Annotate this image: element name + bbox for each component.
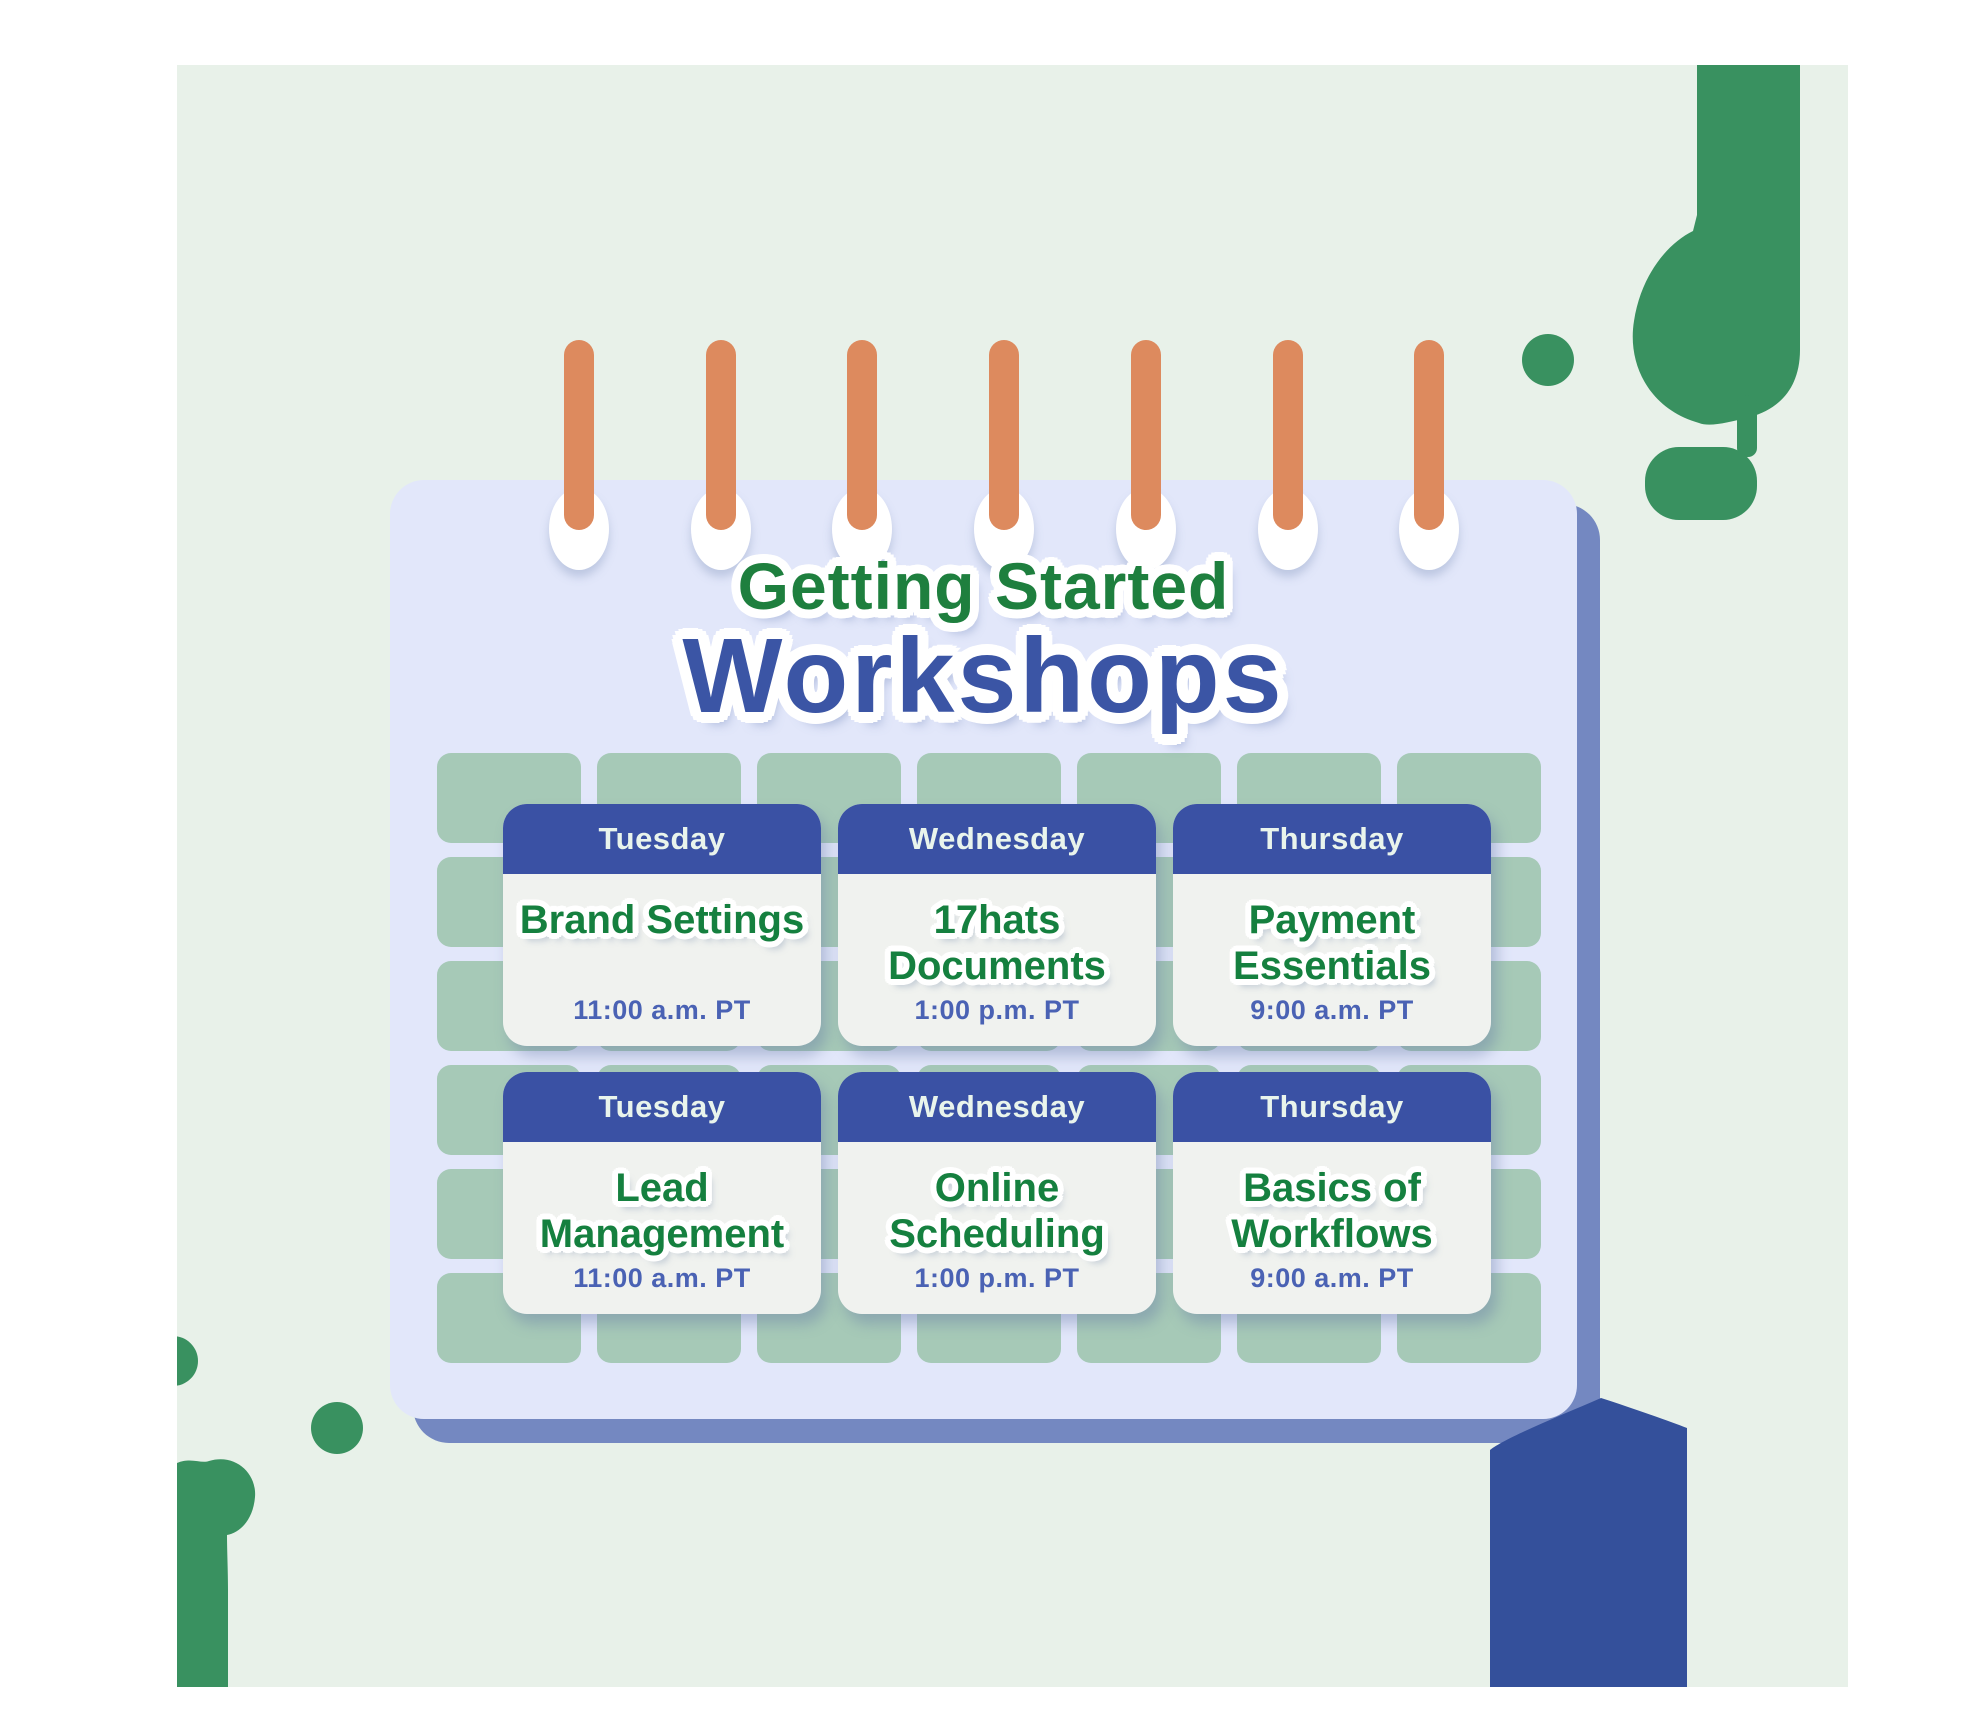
card-workshop-title: Online Scheduling (889, 1166, 1105, 1256)
card-day-label: Tuesday (598, 821, 726, 856)
card-workshop-title: Payment Essentials (1233, 898, 1431, 988)
workshop-card: Wednesday 17hats Documents 1:00 p.m. PT (838, 804, 1156, 1046)
figure-bottom-right (1490, 1398, 1687, 1687)
plant-foot-top-right (1645, 447, 1757, 520)
card-workshop-title: Lead Management (539, 1166, 785, 1256)
plant-shape-top-right (1632, 65, 1800, 425)
card-workshop-title: Basics of Workflows (1231, 1166, 1433, 1256)
workshop-card: Wednesday Online Scheduling 1:00 p.m. PT (838, 1072, 1156, 1314)
card-workshop-time: 11:00 a.m. PT (573, 1263, 751, 1293)
poster-title-line2: Workshops (682, 617, 1285, 735)
card-workshop-title: Brand Settings (519, 898, 805, 942)
calendar-board: Getting Started Workshops Tuesday Brand … (390, 480, 1577, 1419)
workshop-cards: Tuesday Brand Settings 11:00 a.m. PT Wed… (390, 480, 1577, 1419)
card-day-label: Tuesday (598, 1089, 726, 1124)
card-day-label: Thursday (1260, 821, 1404, 856)
workshop-card: Thursday Payment Essentials 9:00 a.m. PT (1173, 804, 1491, 1046)
card-workshop-title: 17hats Documents (888, 898, 1106, 988)
stem-left-edge (177, 1336, 198, 1386)
card-workshop-time: 9:00 a.m. PT (1250, 1263, 1414, 1293)
card-workshop-time: 1:00 p.m. PT (914, 995, 1080, 1025)
green-dot-top-right (1522, 334, 1574, 386)
card-workshop-time: 11:00 a.m. PT (573, 995, 751, 1025)
card-day-label: Thursday (1260, 1089, 1404, 1124)
workshop-card: Tuesday Brand Settings 11:00 a.m. PT (503, 804, 821, 1046)
card-day-label: Wednesday (908, 1089, 1086, 1124)
sprout-bottom-left (177, 1459, 256, 1687)
plant-stem-top-right (1737, 395, 1757, 457)
card-day-header: Thursday (1173, 804, 1491, 874)
card-day-header: Wednesday (838, 1072, 1156, 1142)
workshop-card: Tuesday Lead Management 11:00 a.m. PT (503, 1072, 821, 1314)
workshop-card: Thursday Basics of Workflows 9:00 a.m. P… (1173, 1072, 1491, 1314)
card-day-header: Wednesday (838, 804, 1156, 874)
card-workshop-time: 1:00 p.m. PT (914, 1263, 1080, 1293)
card-day-header: Thursday (1173, 1072, 1491, 1142)
card-day-header: Tuesday (503, 804, 821, 874)
card-day-label: Wednesday (908, 821, 1086, 856)
green-dot-bottom-left (311, 1402, 363, 1454)
card-workshop-time: 9:00 a.m. PT (1250, 995, 1414, 1025)
card-day-header: Tuesday (503, 1072, 821, 1142)
